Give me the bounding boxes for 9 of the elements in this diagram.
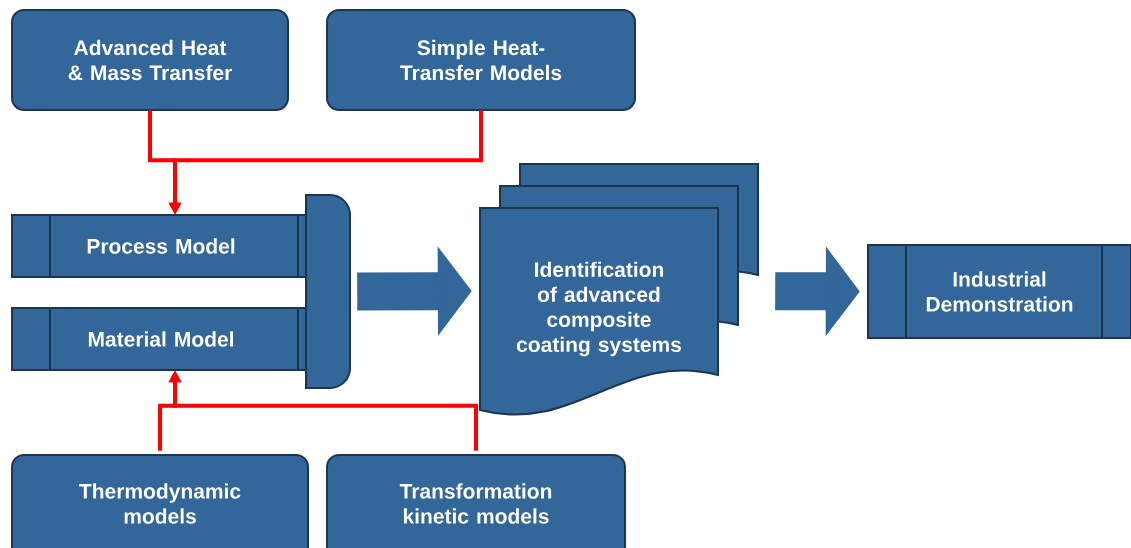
process-box: Material Model bbox=[11, 307, 311, 371]
model-box: Transformation kinetic models bbox=[326, 454, 626, 548]
process-box: Industrial Demonstration bbox=[867, 244, 1131, 339]
document-stack: Identification of advanced composite coating systems bbox=[479, 163, 759, 416]
model-box: Thermodynamic models bbox=[11, 454, 309, 548]
model-box: Advanced Heat & Mass Transfer bbox=[11, 9, 289, 111]
delay-shape bbox=[305, 194, 351, 389]
process-box: Process Model bbox=[11, 214, 311, 278]
model-box: Simple Heat-Transfer Models bbox=[326, 9, 636, 111]
